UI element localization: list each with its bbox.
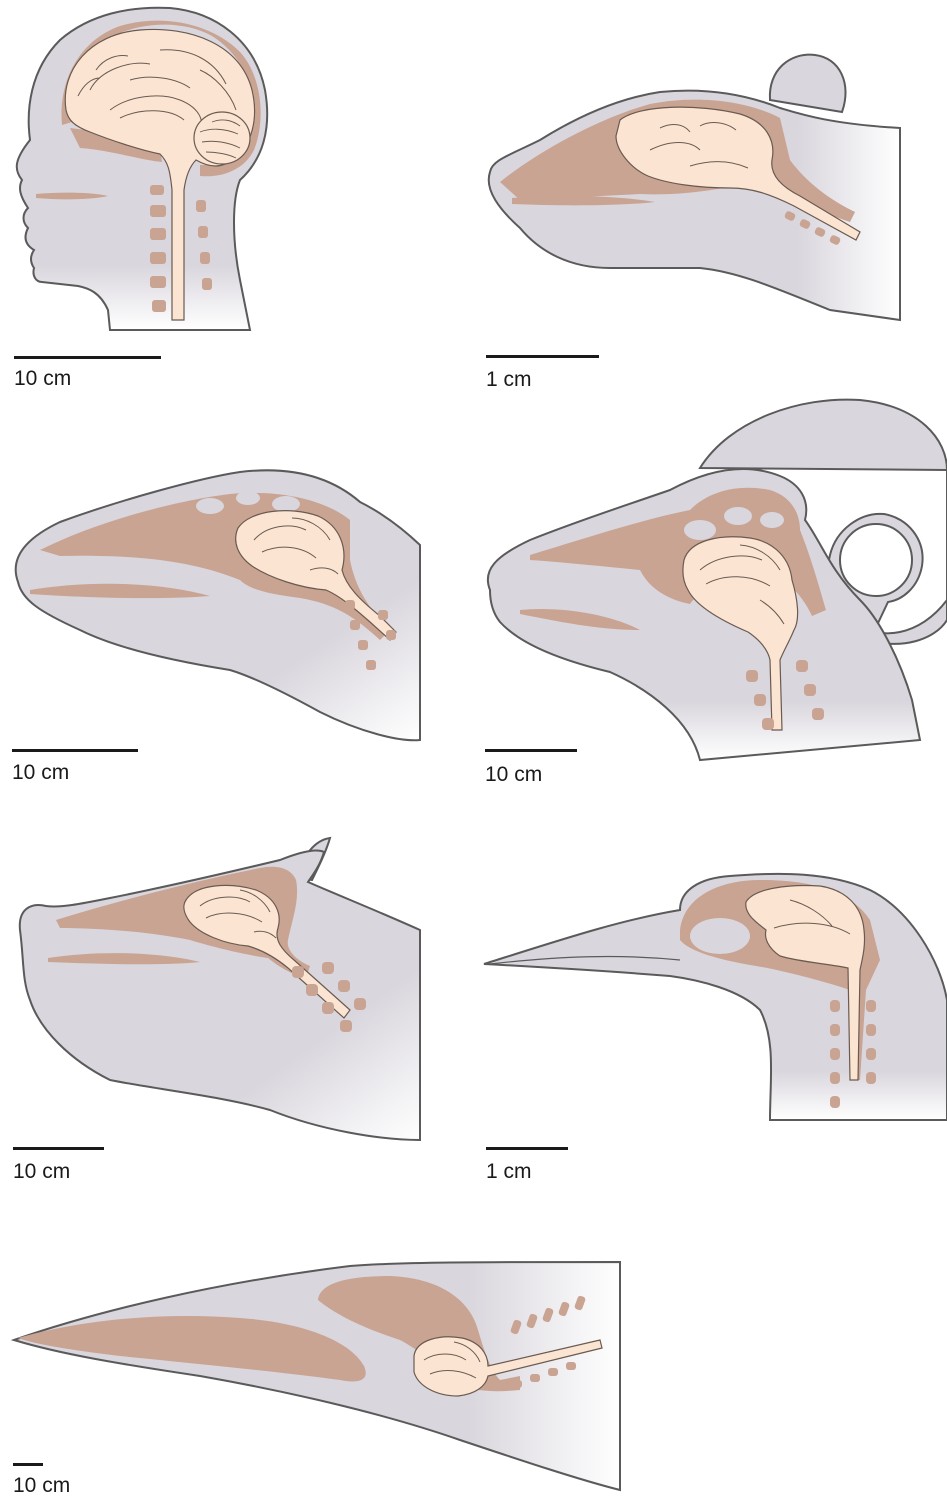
ram-scale-bar [485, 749, 577, 752]
bird-scale-label: 1 cm [486, 1161, 532, 1182]
ram-scale-label: 10 cm [485, 764, 542, 785]
whale-head [14, 1262, 620, 1490]
mouse-ear [770, 55, 846, 112]
bird-scale-bar [486, 1147, 568, 1150]
bird-eye-socket [690, 918, 750, 954]
bird-head [484, 874, 947, 1120]
human-scale-bar [14, 356, 161, 359]
horse-scale-label: 10 cm [12, 762, 69, 783]
mouse-scale-bar [486, 355, 599, 358]
human-scale-label: 10 cm [14, 368, 71, 389]
mouse-scale-label: 1 cm [486, 369, 532, 390]
whale-scale-label: 10 cm [13, 1475, 70, 1496]
ram-horn-hole [840, 524, 912, 596]
human-head [17, 8, 267, 330]
cow-head [20, 838, 420, 1140]
ram-head [488, 400, 947, 760]
horse-head [16, 470, 420, 740]
mouse-head [489, 55, 900, 320]
cow-scale-bar [13, 1147, 104, 1150]
horse-scale-bar [12, 749, 138, 752]
whale-scale-bar [13, 1463, 43, 1466]
cow-scale-label: 10 cm [13, 1161, 70, 1182]
